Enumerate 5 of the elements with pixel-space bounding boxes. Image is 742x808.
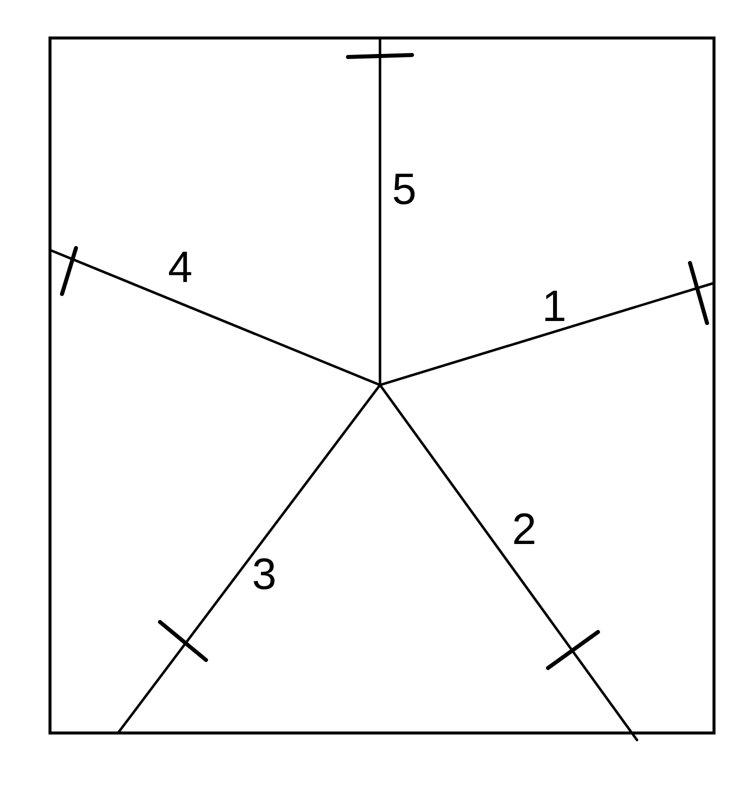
line-number: 4 (168, 246, 192, 290)
line-number: 3 (252, 553, 276, 597)
line-number: 5 (392, 168, 416, 212)
line-number: 1 (542, 285, 566, 329)
line-number: 2 (512, 508, 536, 552)
